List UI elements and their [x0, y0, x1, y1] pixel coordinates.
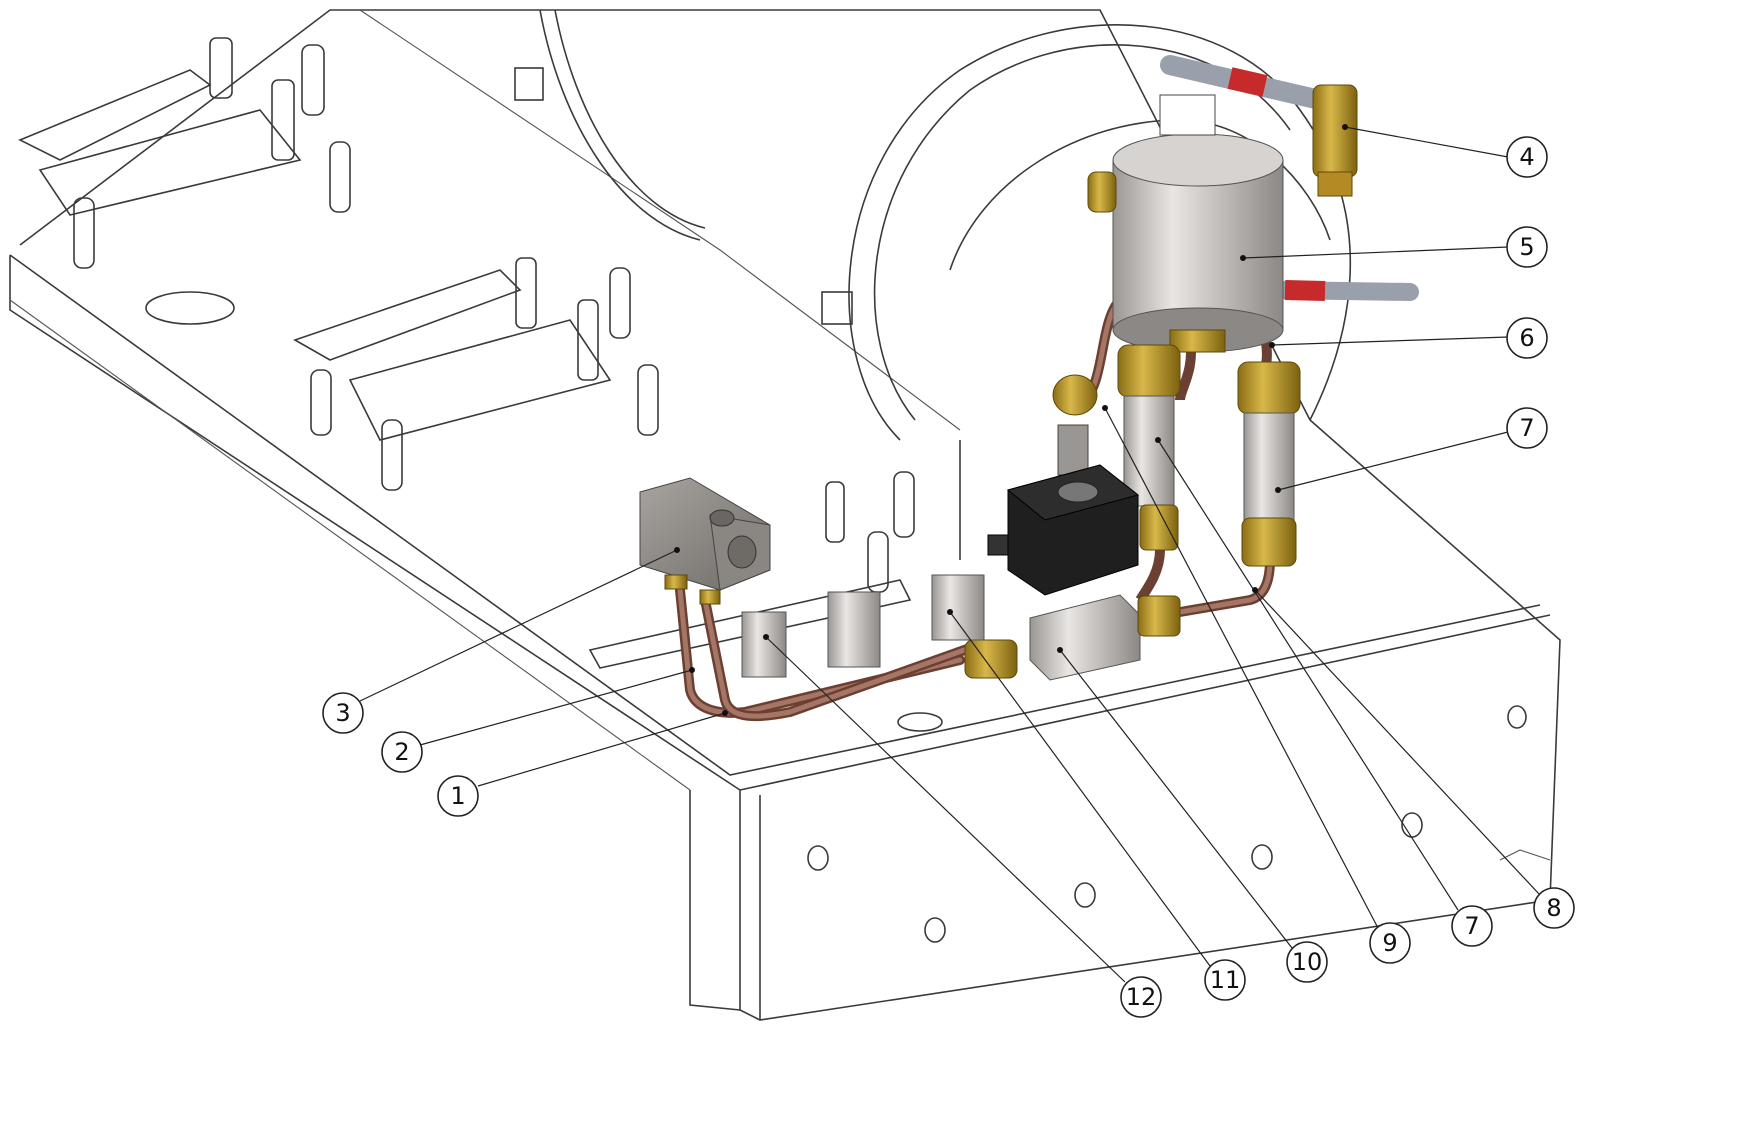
sensor-probes: [1160, 55, 1419, 301]
callout-label: 1: [450, 782, 465, 810]
callout-2: 2: [381, 731, 423, 773]
callout-label: 2: [394, 738, 409, 766]
callout-leaders: [359, 126, 1541, 983]
callout-label: 10: [1292, 948, 1323, 976]
callout-label: 7: [1519, 414, 1534, 442]
manifold-block: [639, 477, 771, 605]
callout-7-lower: 7: [1451, 905, 1493, 947]
callout-8: 8: [1533, 887, 1575, 929]
callout-7-upper: 7: [1506, 407, 1548, 449]
callout-12: 12: [1120, 976, 1162, 1018]
callout-label: 7: [1464, 912, 1479, 940]
callout-4: 4: [1506, 136, 1548, 178]
callout-label: 9: [1382, 929, 1397, 957]
callout-label: 11: [1210, 966, 1241, 994]
callout-label: 5: [1519, 233, 1534, 261]
background-brackets: [18, 37, 915, 669]
frame-holes: [145, 291, 1527, 943]
callout-9: 9: [1369, 922, 1411, 964]
callout-label: 6: [1519, 324, 1534, 352]
callout-dots: [674, 124, 1348, 716]
solenoid-coil: [987, 424, 1140, 596]
chassis-frame: [9, 9, 1561, 1021]
callout-label: 8: [1546, 894, 1561, 922]
callout-11: 11: [1204, 959, 1246, 1001]
callout-label: 4: [1519, 143, 1534, 171]
callout-10: 10: [1286, 941, 1328, 983]
callout-6: 6: [1506, 317, 1548, 359]
valve-body: [741, 574, 1181, 681]
callout-label: 12: [1126, 983, 1157, 1011]
callout-5: 5: [1506, 226, 1548, 268]
callout-1: 1: [437, 775, 479, 817]
pump-cylinder: [1087, 94, 1284, 353]
callout-3: 3: [322, 692, 364, 734]
fittings: [1052, 344, 1301, 567]
callout-label: 3: [335, 699, 350, 727]
